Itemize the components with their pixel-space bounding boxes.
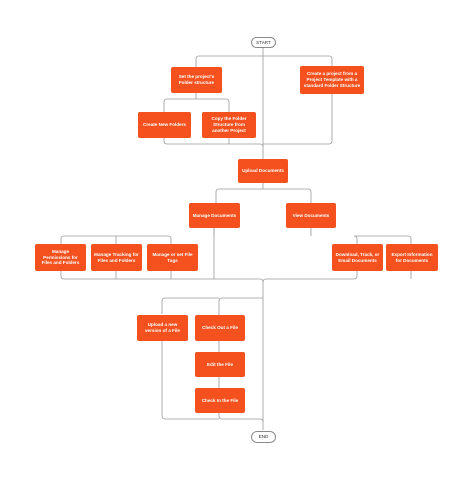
upload-documents-node: Upload Documents: [238, 159, 288, 183]
export-information-node: Export Information for Documents: [386, 244, 438, 271]
create-from-template-node: Create a project from a Project Template…: [300, 66, 364, 94]
check-in-file-node: Check In the File: [195, 388, 245, 413]
connector-template-merge: [263, 94, 333, 145]
check-out-file-node: Check Out a File: [195, 315, 245, 341]
start-node: START: [251, 37, 276, 48]
connector-set-folder-split: [163, 93, 230, 112]
connector-manage-merge: [60, 271, 264, 283]
copy-folder-structure-node: Copy the Folder Structure from another P…: [202, 112, 256, 138]
upload-new-version-node: Upload a new version of a File: [137, 315, 188, 341]
create-new-folders-node: Create New Folders: [138, 112, 191, 138]
manage-documents-node: Manage Documents: [189, 203, 240, 228]
connector-view-merge: [262, 271, 358, 283]
connector-start-to-template: [263, 55, 333, 66]
manage-tracking-node: Manage Tracking for Files and Folders: [91, 244, 142, 271]
view-documents-node: View Documents: [286, 203, 336, 228]
end-node: END: [251, 431, 276, 443]
edit-file-node: Edit the File: [195, 352, 245, 377]
connector-upload-split: [215, 183, 312, 203]
manage-tags-node: Manage or set File Tags: [147, 244, 198, 271]
connector-edit-split: [161, 297, 263, 315]
connector-start-to-set-folder: [195, 55, 263, 67]
connector-create-folders-merge: [163, 138, 264, 148]
set-folder-structure-node: Set the project's Folder structure: [171, 67, 222, 93]
connector-manage-split: [60, 228, 215, 244]
download-track-email-node: Download, Track, or Email Documents: [332, 244, 383, 271]
connector-checkin-merge: [218, 413, 264, 423]
connector-view-split: [310, 228, 412, 244]
manage-permissions-node: Manage Permissions for Files and Folders: [35, 244, 86, 271]
connector-upload-version-merge: [161, 340, 219, 420]
